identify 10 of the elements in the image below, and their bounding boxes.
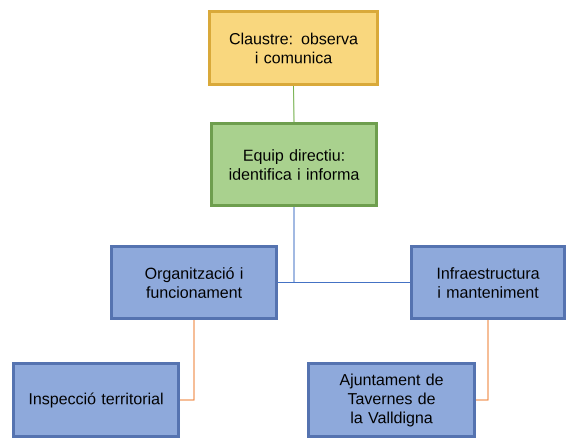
connector-line [294, 206, 410, 283]
process-box: Claustre: observa i comunica [208, 10, 379, 86]
process-box: Organització i funcionament [110, 245, 278, 320]
process-box: Infraestructura i manteniment [410, 245, 566, 320]
process-box: Ajuntament de Tavernes de la Valldigna [307, 362, 476, 438]
connector-line [180, 320, 194, 400]
connector-line [476, 320, 488, 400]
process-box: Inspecció territorial [12, 362, 180, 438]
process-box: Equip directiu: identifica i informa [210, 122, 378, 207]
connector-line [293, 86, 294, 122]
